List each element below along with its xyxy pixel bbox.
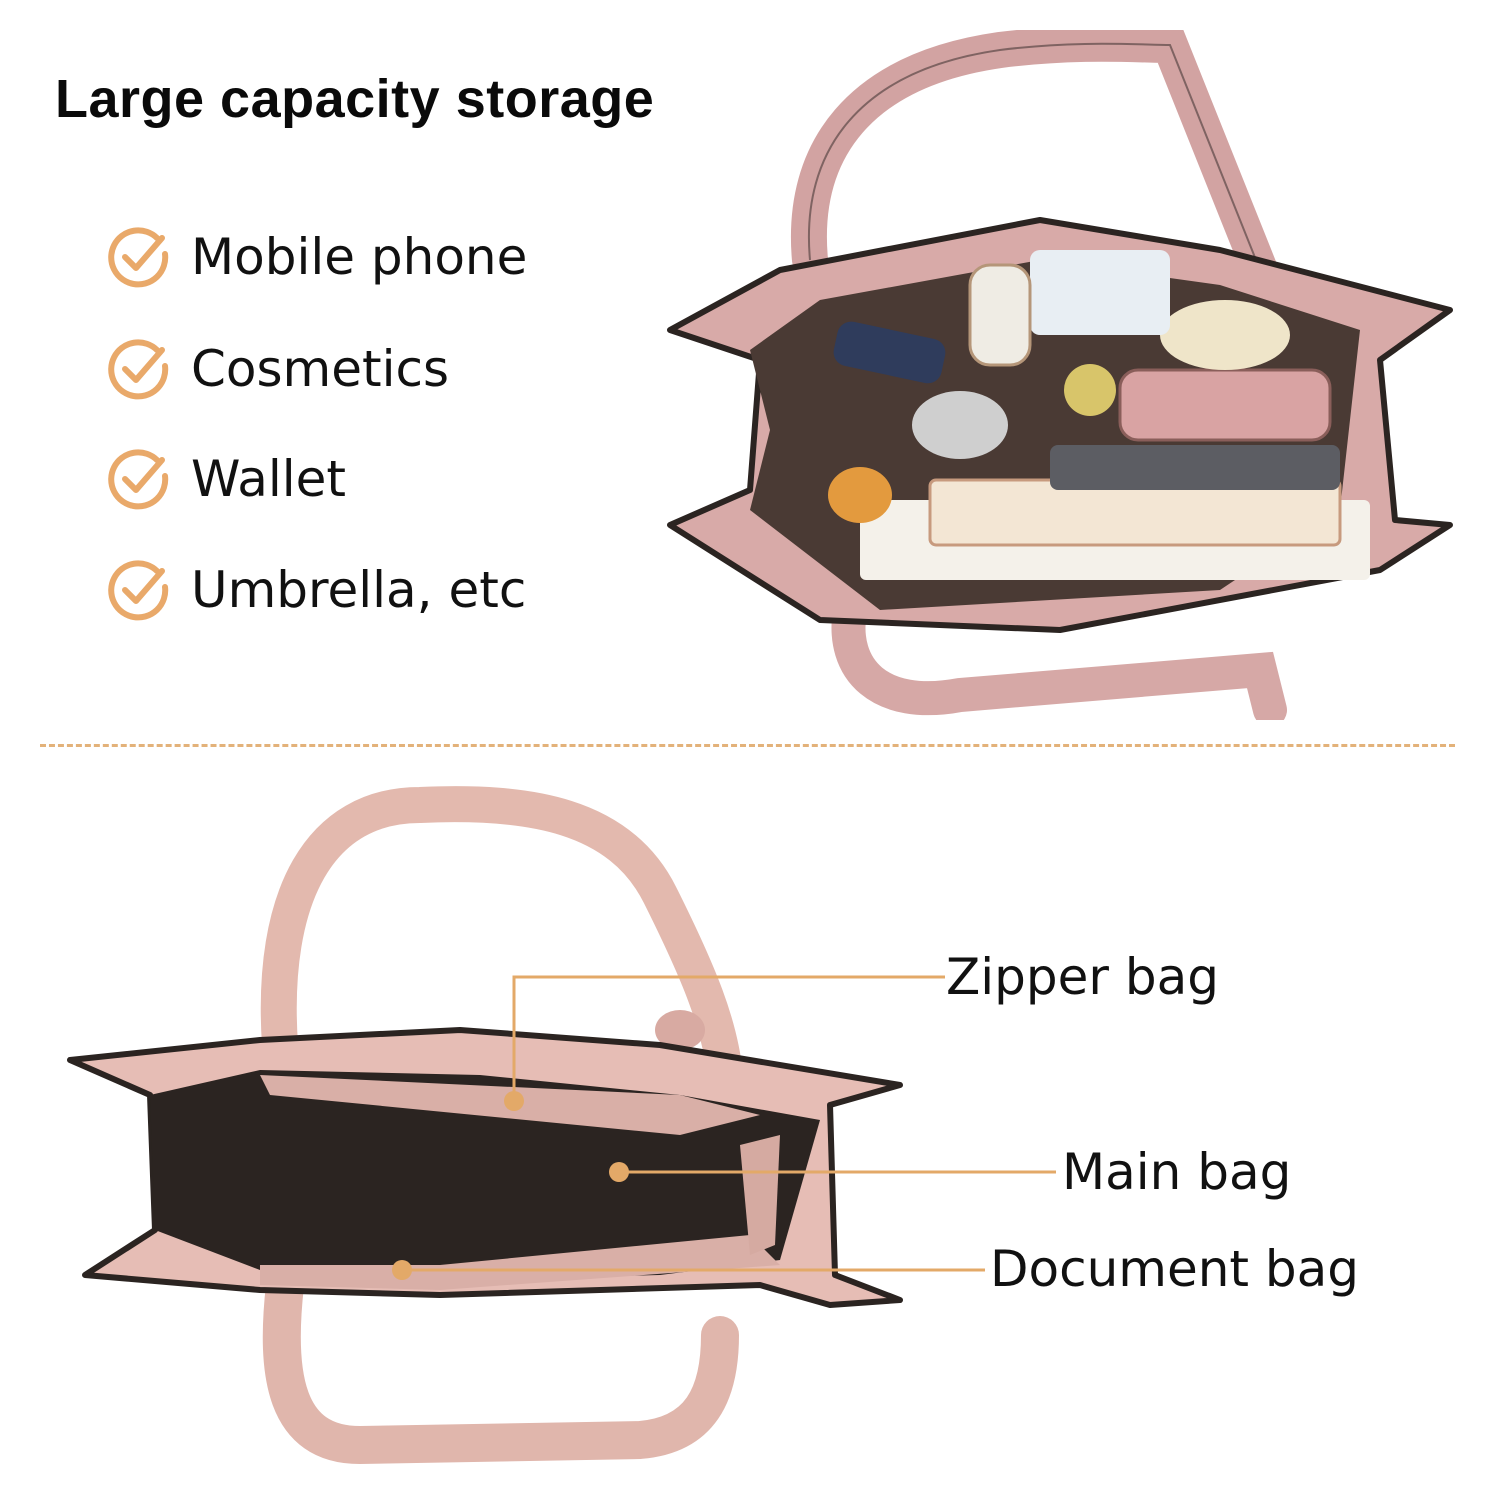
bag-photo-empty xyxy=(67,786,903,1465)
check-circle-icon xyxy=(108,227,169,288)
zipper-leader-line xyxy=(512,975,945,1101)
document-dot xyxy=(392,1260,412,1280)
main-dot xyxy=(609,1162,629,1182)
feature-item-mobile-phone: Mobile phone xyxy=(105,222,527,292)
spray-can xyxy=(912,391,1008,459)
feature-item-cosmetics: Cosmetics xyxy=(105,334,449,404)
lip-tin xyxy=(1064,364,1116,416)
compact xyxy=(1160,300,1290,370)
feature-label: Wallet xyxy=(191,450,347,508)
phone xyxy=(1050,445,1340,490)
check-circle-icon xyxy=(108,560,169,621)
watch xyxy=(968,263,1032,367)
zipper-dot xyxy=(504,1091,524,1111)
callout-main-bag: Main bag xyxy=(1062,1143,1292,1201)
feature-label: Mobile phone xyxy=(191,228,528,286)
feature-label: Cosmetics xyxy=(191,340,450,398)
orange-cap xyxy=(828,467,892,523)
feature-label: Umbrella, etc xyxy=(191,561,527,619)
callout-document-bag: Document bag xyxy=(990,1240,1360,1298)
feature-item-wallet: Wallet xyxy=(105,444,346,514)
tissue-pack xyxy=(1030,250,1170,335)
feature-item-umbrella: Umbrella, etc xyxy=(105,555,526,625)
page-title: Large capacity storage xyxy=(55,69,655,129)
section-divider xyxy=(40,744,1455,747)
bag-photo-filled xyxy=(667,30,1453,720)
bottle xyxy=(833,321,946,384)
callout-zipper-bag: Zipper bag xyxy=(946,948,1219,1006)
check-circle-icon xyxy=(108,339,169,400)
check-circle-icon xyxy=(108,449,169,510)
